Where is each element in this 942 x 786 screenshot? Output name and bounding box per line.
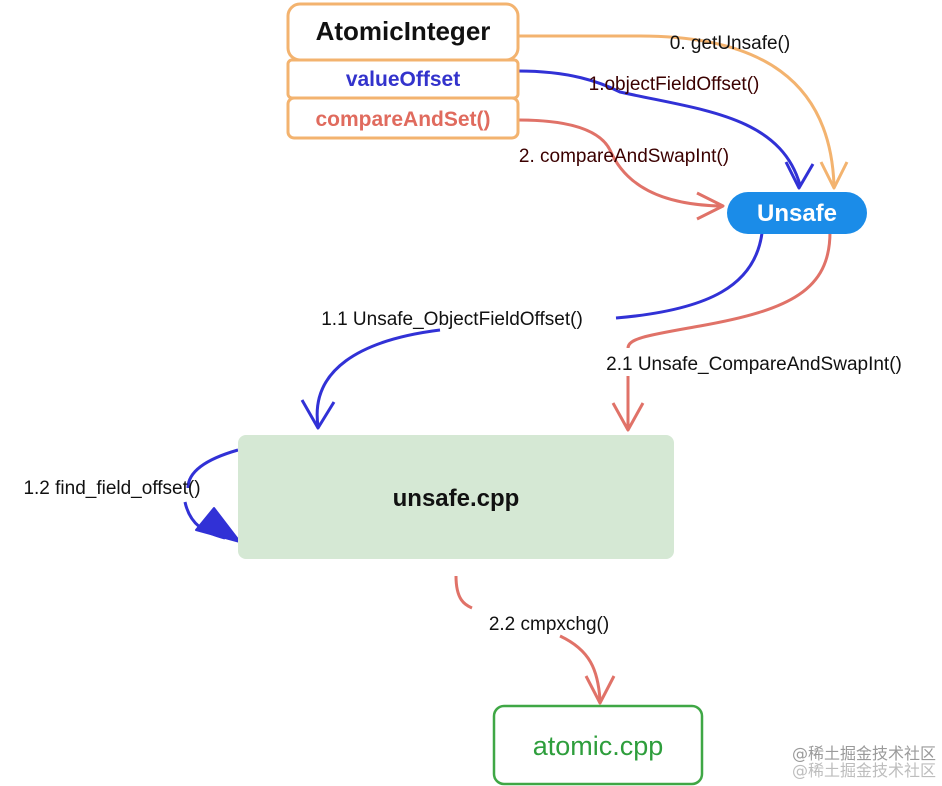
- edge-unsafe-object-field-offset-arrowhead: [300, 399, 336, 430]
- edge-find-field-offset: [183, 448, 241, 543]
- edge-cmpxchg: [454, 575, 616, 705]
- edge-unsafe-compare-and-swap-int-arrowhead: [611, 402, 645, 432]
- edge-label-unsafe-object-field-offset: 1.1 Unsafe_ObjectFieldOffset(): [321, 309, 583, 330]
- edge-get-unsafe: [518, 34, 849, 190]
- edge-compare-and-swap-int-line: [517, 118, 723, 208]
- edge-object-field-offset-line: [517, 69, 802, 186]
- atomic-integer-class: AtomicInteger valueOffset compareAndSet(…: [286, 2, 520, 140]
- compare-and-set-method: compareAndSet(): [315, 108, 490, 131]
- edge-unsafe-object-field-offset-line-lower: [315, 328, 441, 427]
- watermark-text-shadow: @稀土掘金技术社区: [792, 761, 936, 780]
- edge-find-field-offset-arrowhead: [195, 507, 241, 543]
- edge-label-get-unsafe: 0. getUnsafe(): [670, 33, 790, 54]
- edge-cmpxchg-line-lower: [559, 634, 602, 701]
- edge-label-compare-and-swap-int: 2. compareAndSwapInt(): [519, 146, 729, 167]
- edge-find-field-offset-line-upper: [186, 448, 239, 489]
- edge-label-find-field-offset: 1.2 find_field_offset(): [23, 478, 200, 499]
- edge-object-field-offset-arrowhead: [784, 161, 815, 190]
- atomic-integer-title: AtomicInteger: [316, 16, 491, 46]
- edge-unsafe-object-field-offset: [300, 232, 764, 430]
- edge-label-object-field-offset: 1.objectFieldOffset(): [589, 74, 760, 95]
- edge-get-unsafe-arrowhead: [819, 161, 849, 190]
- atomic-cpp-node: atomic.cpp: [492, 704, 704, 786]
- edge-cmpxchg-line-upper: [454, 575, 473, 610]
- edge-cmpxchg-arrowhead: [584, 675, 616, 705]
- unsafe-node-label: Unsafe: [757, 200, 837, 227]
- unsafe-cpp-node-label: unsafe.cpp: [393, 485, 520, 512]
- edge-compare-and-swap-int-arrowhead: [696, 191, 725, 221]
- watermark-text: @稀土掘金技术社区: [792, 744, 936, 763]
- atomic-cpp-node-label: atomic.cpp: [533, 731, 664, 761]
- edge-unsafe-compare-and-swap-int-line-upper: [626, 231, 832, 349]
- unsafe-node: Unsafe: [727, 192, 867, 234]
- edge-unsafe-compare-and-swap-int: [611, 231, 832, 432]
- value-offset-field: valueOffset: [346, 68, 460, 91]
- edge-unsafe-object-field-offset-line-upper: [615, 232, 764, 320]
- edge-label-cmpxchg: 2.2 cmpxchg(): [489, 614, 609, 635]
- edge-label-unsafe-compare-and-swap-int: 2.1 Unsafe_CompareAndSwapInt(): [606, 354, 902, 375]
- compare-and-set-method-box: [286, 96, 520, 140]
- edge-object-field-offset: [517, 69, 815, 190]
- atomic-cpp-node-box: [492, 704, 704, 786]
- unsafe-node-box: [727, 192, 867, 234]
- edge-get-unsafe-line: [518, 34, 836, 186]
- edge-compare-and-swap-int: [517, 118, 725, 221]
- unsafe-cpp-node: unsafe.cpp: [238, 435, 674, 559]
- unsafe-cpp-node-box: [238, 435, 674, 559]
